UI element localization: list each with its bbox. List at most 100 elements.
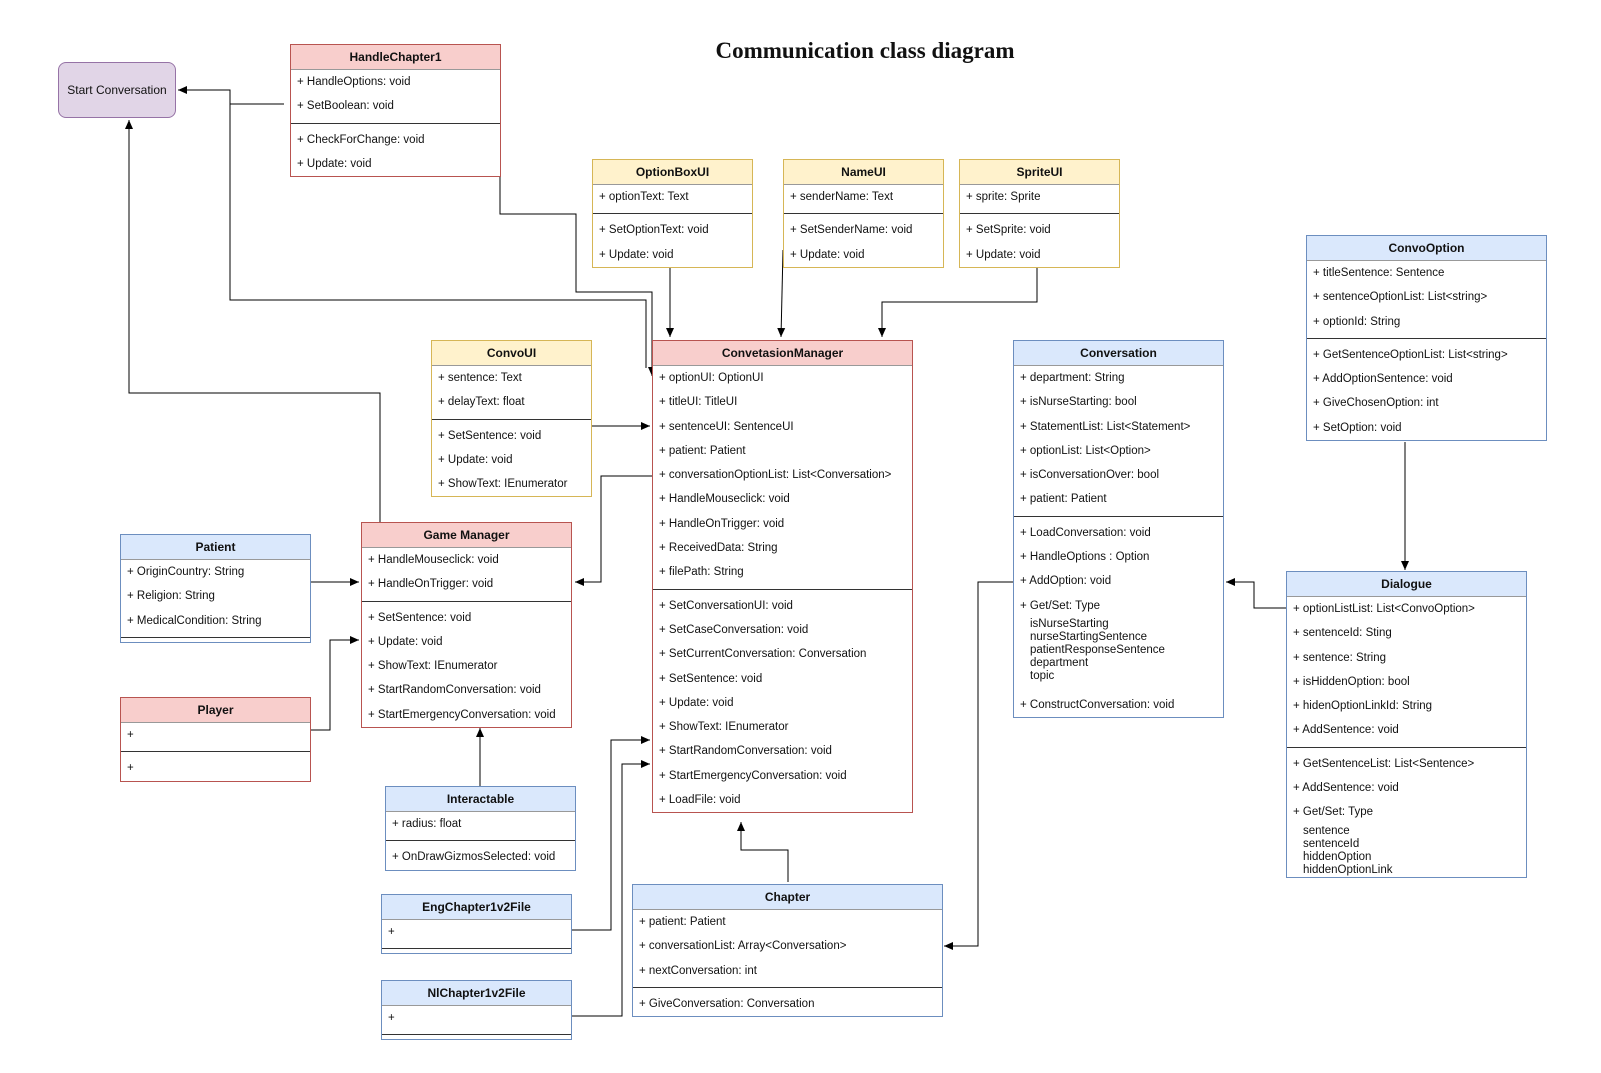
class-attribute: + [388,1012,395,1024]
getset-property: topic [1030,669,1055,682]
class-engchapter1v2file[interactable]: EngChapter1v2File + [381,894,572,955]
class-chapter[interactable]: Chapter+ patient: Patient+ conversationL… [632,884,943,1018]
class-method: + Update: void [599,248,674,261]
class-name: ConvoUI [432,341,591,366]
getset-property: patientResponseSentence [1030,643,1165,656]
class-name: Chapter [633,885,942,910]
class-nlchapter1v2file[interactable]: NlChapter1v2File + [381,980,572,1041]
class-player[interactable]: Player++ [120,697,311,782]
class-method: + SetSenderName: void [790,224,913,237]
getset-property: department [1030,656,1089,669]
class-method: + StartRandomConversation: void [368,684,541,697]
class-attribute: + sentenceUI: SentenceUI [659,420,794,433]
class-attribute: + isHiddenOption: bool [1293,675,1410,688]
class-convoui[interactable]: ConvoUI + sentence: Text + delayText: floa… [431,340,592,498]
class-method: + GiveConversation: Conversation [639,997,815,1010]
class-attribute: + conversationOptionList: List<Conversat… [659,469,892,482]
member-separator [1014,515,1223,517]
class-attribute: + optionListList: List<ConvoOption> [1293,603,1475,615]
class-method: + Update: void [790,248,865,261]
class-attribute: + sprite: Sprite [966,191,1041,203]
member-separator [121,636,310,638]
class-handlechapter1[interactable]: HandleChapter1+ HandleOptions: void+ Set… [290,44,501,178]
connector-manager-start [229,90,647,368]
class-method: + ShowText: IEnumerator [659,721,789,734]
class-method: + Get/Set: Type [1293,806,1374,819]
member-separator [386,840,575,842]
class-method: + Update: void [659,696,734,709]
connector-handlechapter-manager [499,104,656,376]
class-dialogue[interactable]: Dialogue+ optionListList: List<ConvoOpti… [1286,571,1527,878]
class-method: + SetSentence: void [368,611,472,624]
member-separator [362,600,571,602]
class-name: HandleChapter1 [291,45,500,70]
class-attribute: + HandleOptions: void [297,76,411,88]
member-separator [382,1034,571,1036]
class-attribute: + sentence: String [1293,651,1387,664]
class-attribute: + HandleMouseclick: void [368,554,499,566]
getset-property: hiddenOptionLink [1303,863,1393,876]
connector-nlchapter-manager [571,760,650,1017]
class-attribute: + HandleOnTrigger: void [659,517,785,530]
class-patient[interactable]: Patient+ OriginCountry: String+ Religion… [120,534,311,643]
class-name: NameUI [784,160,943,185]
class-method: + SetOption: void [1313,421,1402,434]
class-conversation[interactable]: Conversation+ department: String+ isNurs… [1013,340,1224,719]
class-name: Conversation [1014,341,1223,366]
class-attribute: + sentenceId: Sting [1293,627,1392,640]
class-gamemanager[interactable]: Game Manager+ HandleMouseclick: void+ Ha… [361,522,572,729]
class-attribute: + delayText: float [438,396,525,409]
connector-dialogue-conversation [1226,578,1286,609]
class-attribute: + OriginCountry: String [127,566,245,578]
class-convooption[interactable]: ConvoOption+ titleSentence: Sentence+ se… [1306,235,1547,442]
class-attribute: + filePath: String [659,566,744,579]
getset-property: isNurseStarting [1030,617,1109,630]
connector-manager-gamemanager [575,475,652,586]
class-name: SpriteUI [960,160,1119,185]
start-conversation-node[interactable]: Start Conversation [58,62,176,118]
member-separator [121,751,310,753]
member-separator [1307,337,1546,339]
connector-conversation-chapter [944,581,1013,950]
class-attribute: + [388,926,395,938]
class-method: + SetConversationUI: void [659,599,793,612]
class-method: + AddSentence: void [1293,782,1399,795]
class-attribute: + optionId: String [1313,315,1401,328]
class-method: + OnDrawGizmosSelected: void [392,851,556,864]
class-method: + CheckForChange: void [297,133,425,146]
class-attribute: + ReceivedData: String [659,542,778,555]
class-method: + GetSentenceList: List<Sentence> [1293,757,1475,770]
class-optionboxui[interactable]: OptionBoxUI+ optionText: Text+ SetOption… [592,159,753,268]
class-attribute: + conversationList: Array<Conversation> [639,940,847,953]
member-separator [593,213,752,215]
class-attribute: + sentence: Text [438,372,522,384]
class-conversationmanager[interactable]: ConvetasionManager+ optionUI: OptionUI+ … [652,340,913,814]
class-method: + SetSentence: void [438,429,542,442]
class-attribute: + HandleOnTrigger: void [368,578,494,591]
member-separator [633,986,942,988]
class-method: + Get/Set: Type [1020,599,1101,612]
class-attribute: + MedicalCondition: String [127,614,262,627]
connector-chapter-manager [737,822,789,882]
class-method: + Update: void [966,248,1041,261]
class-nameui[interactable]: NameUI+ senderName: Text+ SetSenderName:… [783,159,944,268]
class-method: + Update: void [297,157,372,170]
class-method: + SetSentence: void [659,672,763,685]
class-attribute: + titleUI: TitleUI [659,396,738,409]
class-attribute: + patient: Patient [659,444,746,457]
member-separator [653,588,912,590]
member-separator [784,213,943,215]
class-name: ConvetasionManager [653,341,912,366]
class-attribute: + Religion: String [127,590,215,603]
class-attribute: + [127,729,134,741]
class-attribute: + optionList: List<Option> [1020,444,1151,457]
diagram-title: Communication class diagram [715,38,1015,63]
class-name: EngChapter1v2File [382,895,571,920]
class-method: + LoadFile: void [659,794,741,807]
class-spriteui[interactable]: SpriteUI+ sprite: Sprite+ SetSprite: voi… [959,159,1120,268]
connector-engchapter-manager [571,736,650,931]
class-interactable[interactable]: Interactable+ radius: float+ OnDrawGizmo… [385,786,576,871]
class-name: NlChapter1v2File [382,981,571,1006]
